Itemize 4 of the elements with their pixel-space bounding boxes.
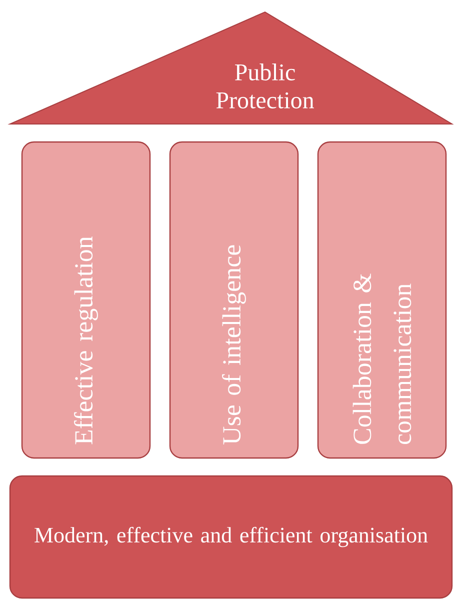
pillar-box: Collaboration & communication: [317, 141, 447, 459]
pillar-box: Use of intelligence: [169, 141, 299, 459]
pillar-box: Effective regulation: [21, 141, 151, 459]
foundation-box: Modern, effective and efficient organisation: [9, 475, 453, 599]
